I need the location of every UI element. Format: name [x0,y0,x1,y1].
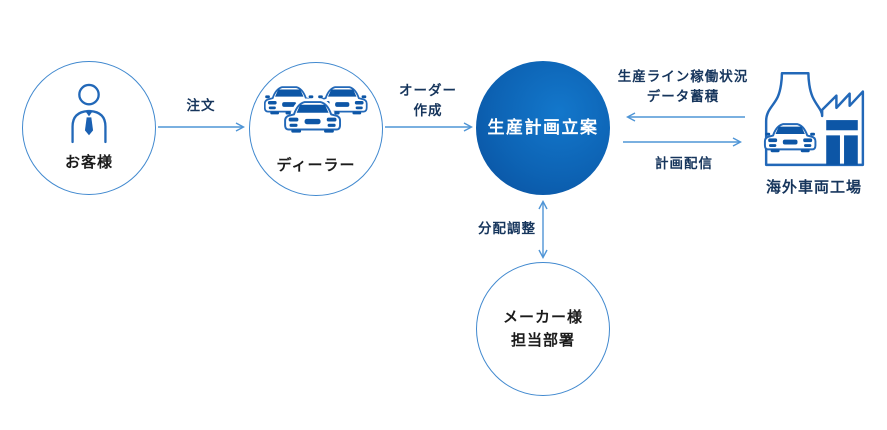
cars-icon [264,86,368,134]
person-icon [71,83,107,144]
planning-label: 生産計画立案 [487,117,599,137]
customer-label: お客様 [64,153,113,171]
node-customer[interactable]: お客様 [22,61,156,195]
node-planning[interactable]: 生産計画立案 [476,61,610,195]
maker-label: メーカー様 担当部署 [503,306,583,353]
node-maker[interactable]: メーカー様 担当部署 [476,262,610,396]
allocation-arrow-label: 分配調整 [478,220,536,236]
maker-label-line2: 担当部署 [510,332,575,349]
dealer-label: ディーラー [276,156,356,174]
node-dealer[interactable]: ディーラー [249,62,383,196]
maker-label-line1: メーカー様 [502,308,583,326]
plan-delivery-arrow-label: 計画配信 [655,155,713,171]
order-arrow-label: 注文 [186,97,216,113]
factory-icon [763,72,865,167]
order-create-label-line1: オーダー [399,82,457,98]
line-status-arrow-label: 生産ライン稼働状況 データ蓄積 [618,67,749,108]
order-create-arrow-label: オーダー 作成 [399,81,457,122]
line-status-label-line1: 生産ライン稼働状況 [617,68,749,84]
order-create-label-line2: 作成 [413,103,443,118]
line-status-label-line2: データ蓄積 [646,89,720,104]
node-factory[interactable]: 海外車両工場 [756,60,872,197]
factory-label: 海外車両工場 [765,179,862,196]
